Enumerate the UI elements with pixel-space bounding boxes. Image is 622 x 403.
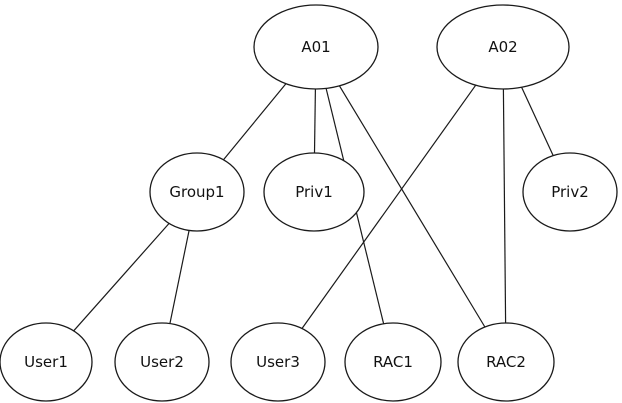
node-label-priv1: Priv1	[295, 183, 333, 201]
node-priv1: Priv1	[264, 153, 364, 231]
node-user2: User2	[115, 323, 209, 401]
node-label-rac2: RAC2	[486, 353, 526, 371]
node-rac2: RAC2	[458, 323, 554, 401]
node-priv2: Priv2	[523, 153, 617, 231]
edge-a01-priv1	[315, 89, 316, 153]
edge-group1-user2	[170, 230, 189, 323]
node-user3: User3	[231, 323, 325, 401]
node-label-user2: User2	[140, 353, 184, 371]
node-label-user3: User3	[256, 353, 300, 371]
node-user1: User1	[0, 323, 92, 401]
node-label-priv2: Priv2	[551, 183, 589, 201]
node-a02: A02	[437, 5, 569, 89]
edge-a02-rac2	[503, 89, 505, 323]
edge-a01-group1	[224, 84, 286, 160]
node-label-a02: A02	[488, 38, 517, 56]
node-a01: A01	[254, 5, 378, 89]
node-label-group1: Group1	[169, 183, 224, 201]
node-rac1: RAC1	[345, 323, 441, 401]
edge-a02-priv2	[522, 87, 554, 155]
node-group1: Group1	[150, 153, 244, 231]
edge-group1-user1	[74, 223, 169, 330]
node-label-rac1: RAC1	[373, 353, 413, 371]
node-label-a01: A01	[301, 38, 330, 56]
node-label-user1: User1	[24, 353, 68, 371]
